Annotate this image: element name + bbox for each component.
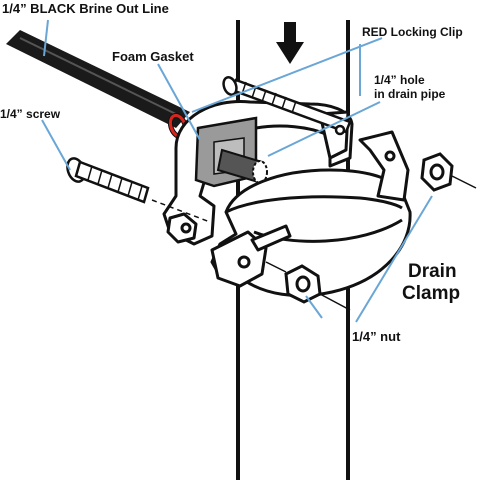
label-hole-line1: 1/4” hole	[374, 73, 425, 87]
label-drain: Drain	[408, 261, 457, 282]
label-screw: 1/4” screw	[0, 107, 61, 121]
left-screw	[66, 157, 150, 204]
left-screw-axis	[151, 199, 211, 223]
label-foam-gasket: Foam Gasket	[112, 49, 194, 64]
leader-lines	[41, 19, 433, 323]
label-red-locking-clip: RED Locking Clip	[362, 25, 463, 39]
right-nut	[420, 152, 454, 192]
drain-clamp-front	[210, 130, 412, 298]
label-nut: 1/4” nut	[352, 329, 401, 344]
bolt-axes	[265, 175, 477, 311]
down-arrow-icon	[276, 22, 304, 64]
brine-out-tube	[6, 30, 190, 128]
label-hole-line2: in drain pipe	[374, 87, 446, 101]
label-brine-out-line: 1/4” BLACK Brine Out Line	[2, 1, 169, 16]
label-clamp: Clamp	[402, 283, 461, 304]
